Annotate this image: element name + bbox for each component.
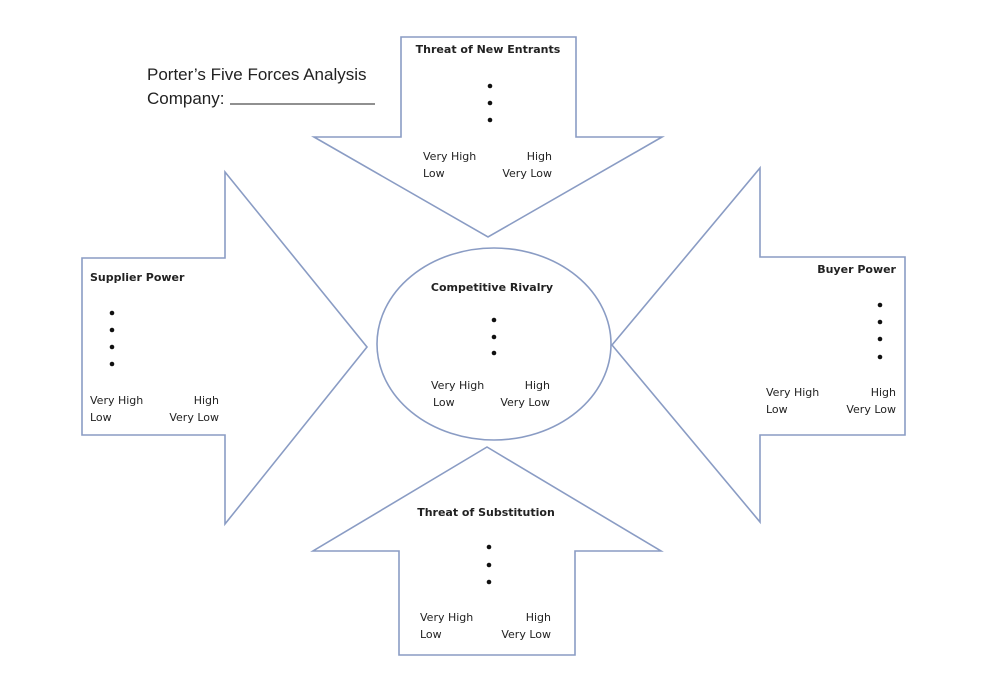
- rating-high[interactable]: High: [526, 611, 551, 624]
- bullet-list: [877, 302, 883, 360]
- bullet: [877, 319, 883, 325]
- bullet: [487, 117, 493, 123]
- rating-high[interactable]: High: [871, 386, 896, 399]
- rating-high[interactable]: High: [525, 379, 550, 392]
- force-title: Threat of New Entrants: [416, 43, 561, 56]
- bullet: [486, 562, 492, 568]
- rating-scale: Very High High Low Very Low: [431, 379, 550, 409]
- analysis-title: Porter’s Five Forces Analysis: [147, 65, 367, 84]
- arrow-right-shape: [81, 169, 369, 527]
- bullet: [877, 354, 883, 360]
- bullet: [486, 544, 492, 550]
- bullet: [109, 344, 115, 350]
- rating-very-low[interactable]: Very Low: [846, 403, 896, 416]
- bullet: [487, 83, 493, 89]
- arrow-left-shape: [610, 165, 906, 525]
- force-title: Competitive Rivalry: [431, 281, 553, 294]
- force-title: Supplier Power: [90, 271, 185, 284]
- force-substitution: Threat of Substitution Very High High Lo…: [310, 446, 664, 656]
- rating-scale: Very High High Low Very Low: [423, 150, 552, 180]
- bullet: [877, 336, 883, 342]
- bullet: [877, 302, 883, 308]
- rating-scale: Very High High Low Very Low: [90, 394, 219, 424]
- bullet: [109, 327, 115, 333]
- rating-very-high[interactable]: Very High: [766, 386, 819, 399]
- bullet-list: [491, 317, 497, 356]
- rating-very-high[interactable]: Very High: [90, 394, 143, 407]
- arrow-down-shape: [311, 36, 665, 238]
- rating-low[interactable]: Low: [433, 396, 455, 409]
- rating-very-high[interactable]: Very High: [423, 150, 476, 163]
- company-label: Company:: [147, 89, 224, 108]
- rating-low[interactable]: Low: [420, 628, 442, 641]
- bullet: [491, 334, 497, 340]
- bullet: [491, 350, 497, 356]
- rating-very-high[interactable]: Very High: [420, 611, 473, 624]
- bullet: [109, 310, 115, 316]
- rating-low[interactable]: Low: [90, 411, 112, 424]
- rating-very-high[interactable]: Very High: [431, 379, 484, 392]
- force-title: Buyer Power: [817, 263, 896, 276]
- force-supplier-power: Supplier Power Very High High Low Very L…: [81, 169, 369, 527]
- rating-high[interactable]: High: [194, 394, 219, 407]
- rating-very-low[interactable]: Very Low: [500, 396, 550, 409]
- rating-very-low[interactable]: Very Low: [502, 167, 552, 180]
- arrow-up-shape: [310, 446, 664, 656]
- force-new-entrants: Threat of New Entrants Very High High Lo…: [311, 36, 665, 238]
- rating-very-low[interactable]: Very Low: [501, 628, 551, 641]
- bullet-list: [487, 83, 493, 123]
- rating-low[interactable]: Low: [423, 167, 445, 180]
- bullet-list: [486, 544, 492, 585]
- rating-scale: Very High High Low Very Low: [420, 611, 551, 641]
- bullet: [487, 100, 493, 106]
- rating-very-low[interactable]: Very Low: [169, 411, 219, 424]
- bullet-list: [109, 310, 115, 367]
- force-buyer-power: Buyer Power Very High High Low Very Low: [610, 165, 906, 525]
- force-competitive-rivalry: Competitive Rivalry Very High High Low V…: [376, 247, 612, 441]
- bullet: [109, 361, 115, 367]
- rating-low[interactable]: Low: [766, 403, 788, 416]
- rating-high[interactable]: High: [527, 150, 552, 163]
- bullet: [491, 317, 497, 323]
- rivalry-ellipse: [376, 247, 612, 441]
- bullet: [486, 579, 492, 585]
- rating-scale: Very High High Low Very Low: [766, 386, 896, 416]
- force-title: Threat of Substitution: [417, 506, 555, 519]
